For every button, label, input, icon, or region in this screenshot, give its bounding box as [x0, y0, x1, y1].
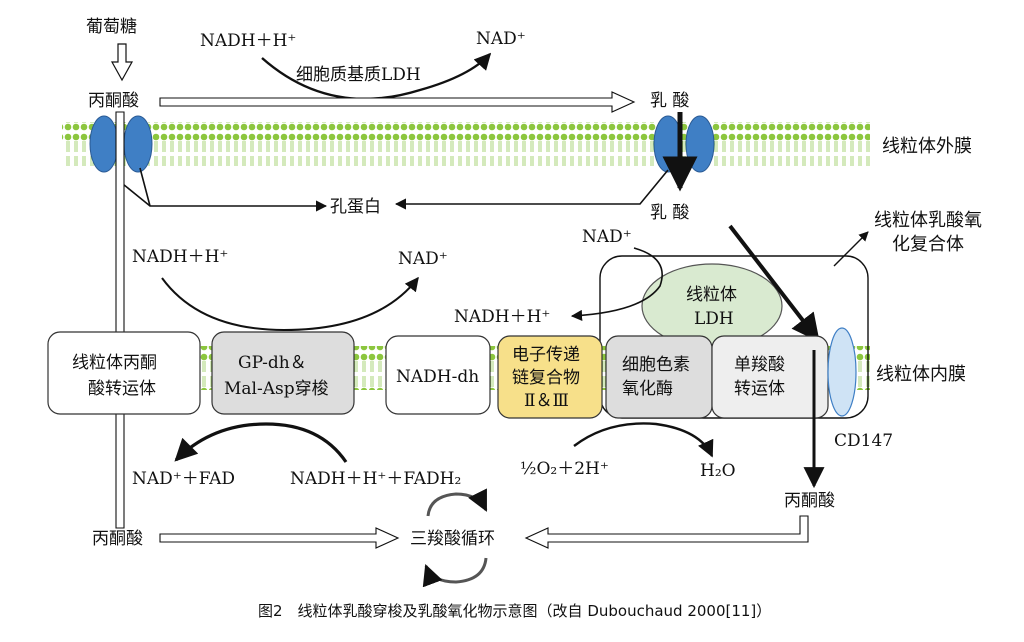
nad-left-label: NAD⁺: [398, 249, 448, 269]
nad-mid-right-label: NAD⁺: [582, 227, 632, 247]
etc-line3: Ⅱ＆Ⅲ: [524, 391, 569, 411]
glucose-to-pyruvate-arrow: [110, 43, 134, 82]
mct-box: [711, 335, 829, 419]
nad-top-label: NAD⁺: [476, 29, 526, 49]
shuttle-line1: GP-dh＆: [238, 353, 307, 373]
mlox-label-line2: 化复合体: [892, 234, 964, 255]
nadh-dh-label: NADH-dh: [396, 367, 479, 387]
porin-label: 孔蛋白: [330, 197, 381, 217]
shuttle-line2: Mal-Asp穿梭: [224, 379, 329, 399]
outer-membrane-label: 线粒体外膜: [882, 136, 972, 157]
mct-line2: 转运体: [734, 379, 785, 399]
cyt-oxidase-line2: 氧化酶: [622, 379, 673, 399]
oxygen-label: ½O₂＋2H⁺: [520, 459, 609, 479]
pyruvate-transporter-line2: 酸转运体: [88, 379, 156, 399]
cyto-ldh-label: 细胞质基质LDH: [296, 65, 421, 85]
tca-label: 三羧酸循环: [410, 529, 495, 549]
etc-line2: 链复合物: [512, 368, 580, 388]
pyruvate-left-hollow-arrow: [115, 111, 125, 529]
cd147-label: CD147: [834, 431, 893, 451]
cyt-oxidase-line1: 细胞色素: [622, 355, 690, 375]
porin-protein-left-b: [123, 115, 153, 173]
figure-caption: 图2 线粒体乳酸穿梭及乳酸氧化物示意图（改自 Dubouchaud 2000[1…: [258, 602, 771, 620]
porin-pointer-right: [394, 169, 669, 210]
lactate-top-label: 乳 酸: [650, 91, 689, 111]
mct-line1: 单羧酸: [734, 355, 785, 375]
pyruvate-transporter-box: [47, 331, 201, 415]
porin-protein-right-b: [685, 115, 715, 173]
shuttle-box: [211, 331, 355, 415]
nadh-mid-label: NADH＋H⁺: [454, 307, 550, 327]
porin-protein-left-a: [89, 115, 119, 173]
pyruvate-to-tca-arrow: [159, 527, 400, 549]
oxygen-water-curve-arrow: [573, 422, 714, 458]
pyruvate-right-label: 丙酮酸: [784, 491, 835, 511]
nad-fad-label: NAD⁺＋FAD: [132, 469, 235, 489]
mito-ldh-line2: LDH: [694, 309, 734, 329]
right-pyruvate-to-tca-arrow: [524, 515, 809, 549]
cyto-ldh-curve-arrow: [261, 52, 492, 101]
cyt-oxidase-box: [605, 335, 713, 419]
mlox-label-line1: 线粒体乳酸氧: [874, 210, 982, 231]
nadh-top-label: NADH＋H⁺: [200, 31, 296, 51]
pyruvate-top-label: 丙酮酸: [88, 91, 139, 111]
tca-cycle-arrow-bottom: [422, 557, 488, 588]
nadh-fadh2-label: NADH＋H⁺＋FADH₂: [290, 469, 461, 489]
water-label: H₂O: [700, 461, 736, 481]
mito-ldh-curve-arrow: [570, 247, 663, 322]
glucose-label: 葡萄糖: [86, 17, 137, 37]
pyruvate-to-lactate-arrow: [159, 91, 636, 113]
pyruvate-bottom-label: 丙酮酸: [92, 529, 143, 549]
mito-ldh-line1: 线粒体: [686, 285, 737, 305]
porin-pointer-left-b: [139, 167, 151, 207]
shuttle-bottom-curve-arrow: [174, 422, 348, 463]
inner-membrane-label: 线粒体内膜: [876, 364, 966, 385]
lactate-mid-label: 乳 酸: [650, 203, 689, 223]
etc-line1: 电子传递: [512, 345, 580, 365]
mlox-pointer: [833, 231, 869, 267]
nadh-dh-box: [385, 335, 491, 415]
cd147-ellipse: [827, 327, 857, 417]
pyruvate-transporter-line1: 线粒体丙酮: [72, 353, 157, 373]
lactate-to-mct-arrow: [728, 224, 820, 343]
shuttle-top-curve-arrow: [161, 276, 419, 332]
nadh-left-label: NADH＋H⁺: [132, 247, 228, 267]
tca-cycle-arrow-top: [426, 488, 488, 517]
outer-membrane-bilayer: [62, 122, 870, 166]
etc-box: [497, 335, 603, 419]
